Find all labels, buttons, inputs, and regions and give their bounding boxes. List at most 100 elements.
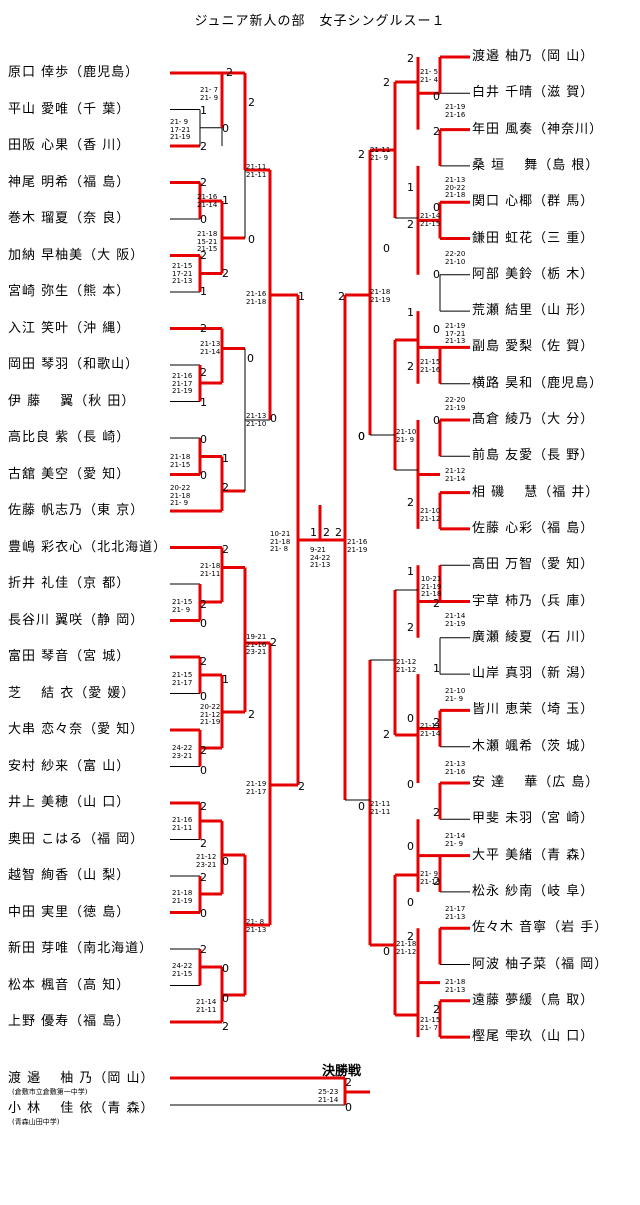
- game-count: 2: [200, 871, 207, 884]
- match-score: 21- 9: [445, 839, 464, 848]
- finalist: 小 林 佳 依（青 森）: [8, 1101, 155, 1116]
- match-score: 22-20: [445, 396, 466, 404]
- game-count: 2: [200, 249, 207, 262]
- player-left: 上野 優寿（福 島）: [8, 1014, 131, 1029]
- game-count: 0: [200, 907, 207, 920]
- match-score: 21-16: [420, 365, 441, 374]
- game-count: 1: [407, 181, 414, 194]
- game-count: 2: [200, 800, 207, 813]
- player-right: 廣瀬 綾夏（石 川）: [472, 629, 595, 645]
- match-score: 21- 9: [396, 435, 415, 444]
- match-score: 21-13: [445, 760, 466, 768]
- match-score: 21-15: [420, 219, 441, 228]
- match-score: 20-22: [445, 183, 466, 192]
- match-score: 21-13: [445, 912, 466, 921]
- game-count: 0: [407, 840, 414, 853]
- match-score: 21-16: [445, 767, 466, 776]
- player-left: 井上 美穂（山 口）: [8, 795, 131, 810]
- match-score: 21- 7: [420, 1023, 439, 1032]
- match-score: 21-14: [200, 347, 221, 356]
- player-left: 松本 楓音（高 知）: [8, 977, 131, 993]
- match-score: 21-18: [197, 230, 218, 238]
- match-score: 21-11: [172, 823, 193, 832]
- match-score: 21-13: [445, 337, 466, 345]
- game-count: 2: [200, 744, 207, 757]
- game-count: 0: [222, 122, 229, 135]
- player-right: 宇草 柿乃（兵 庫）: [472, 593, 595, 609]
- game-count: 0: [383, 945, 390, 958]
- game-count: 2: [433, 597, 440, 610]
- match-score: 21-14: [196, 998, 217, 1006]
- match-score: 21-19: [170, 133, 191, 141]
- match-score: 21-13: [445, 176, 466, 184]
- match-score: 21-15: [170, 460, 191, 469]
- match-score: 21-16: [347, 538, 368, 546]
- game-count: 0: [222, 992, 229, 1005]
- match-score: 10-21: [421, 575, 442, 583]
- player-right: 阿波 柚子菜（福 岡）: [472, 956, 609, 972]
- final-heading: 決勝戦: [322, 1064, 362, 1079]
- game-count: 0: [270, 412, 277, 425]
- game-count: 0: [358, 430, 365, 443]
- player-right: 甲斐 未羽（宮 崎）: [472, 811, 595, 827]
- game-count: 2: [407, 621, 414, 634]
- game-count: 2: [433, 125, 440, 138]
- match-score: 21-17: [172, 379, 193, 388]
- match-score: 21- 9: [172, 605, 191, 614]
- game-count: 2: [270, 636, 277, 649]
- finalist: 渡 邉 柚 乃（岡 山）: [8, 1071, 155, 1086]
- game-count: 0: [200, 433, 207, 446]
- game-count: 0: [433, 323, 440, 336]
- game-count: 2: [200, 176, 207, 189]
- game-count: 1: [200, 396, 207, 409]
- player-left: 佐藤 帆志乃（東 京）: [8, 503, 145, 518]
- match-score: 21-18: [200, 562, 221, 570]
- match-score: 21-16: [172, 372, 193, 380]
- match-score: 21-18: [396, 940, 417, 948]
- game-count: 0: [433, 201, 440, 214]
- player-right: 遠藤 夢緩（鳥 取）: [472, 992, 595, 1008]
- match-score: 21-10: [420, 507, 441, 515]
- player-right: 横路 昊和（鹿児島）: [472, 375, 604, 391]
- match-score: 21- 9: [370, 153, 389, 162]
- game-count: 1: [310, 526, 317, 539]
- match-score: 21-19: [200, 718, 221, 726]
- match-score: 21-19: [421, 582, 442, 591]
- game-count: 2: [433, 1003, 440, 1016]
- match-score: 21-10: [246, 419, 267, 428]
- game-count: 1: [433, 662, 440, 675]
- game-count: 2: [407, 496, 414, 509]
- game-count: 0: [247, 352, 254, 365]
- page-title: ジュニア新人の部 女子シングルスー１: [194, 14, 446, 29]
- game-count: 0: [383, 242, 390, 255]
- player-left: 宮崎 弥生（熊 本）: [8, 284, 131, 299]
- game-count: 2: [407, 930, 414, 943]
- match-score: 21- 5: [420, 68, 439, 76]
- match-score: 21- 9: [170, 118, 189, 126]
- match-score: 19-21: [246, 633, 267, 641]
- player-right: 年田 風奏（神奈川）: [472, 121, 604, 137]
- match-score: 21-11: [370, 807, 391, 816]
- match-score: 20-22: [170, 484, 191, 492]
- player-right: 松永 紗南（岐 阜）: [472, 883, 595, 899]
- match-score: 21-14: [445, 832, 466, 840]
- match-score: 17-21: [445, 329, 466, 338]
- game-count: 2: [200, 837, 207, 850]
- player-right: 木瀬 颯希（茨 城）: [472, 738, 595, 754]
- match-score: 21- 8: [270, 545, 289, 553]
- game-count: 0: [200, 764, 207, 777]
- game-count: 0: [407, 712, 414, 725]
- match-score: 21- 9: [420, 870, 439, 878]
- match-score: 21-12: [420, 514, 441, 523]
- game-count: 2: [298, 780, 305, 793]
- match-score: 21-11: [246, 163, 267, 171]
- player-left: 伊 藤 翼（秋 田）: [8, 393, 136, 409]
- match-score: 21-19: [347, 545, 368, 554]
- player-right: 安 達 華（広 島）: [472, 775, 600, 790]
- player-right: 関口 心椰（群 馬）: [472, 194, 595, 210]
- game-count: 2: [200, 366, 207, 379]
- match-score: 21-18: [170, 491, 191, 500]
- game-count: 2: [200, 140, 207, 153]
- game-count: 2: [222, 267, 229, 280]
